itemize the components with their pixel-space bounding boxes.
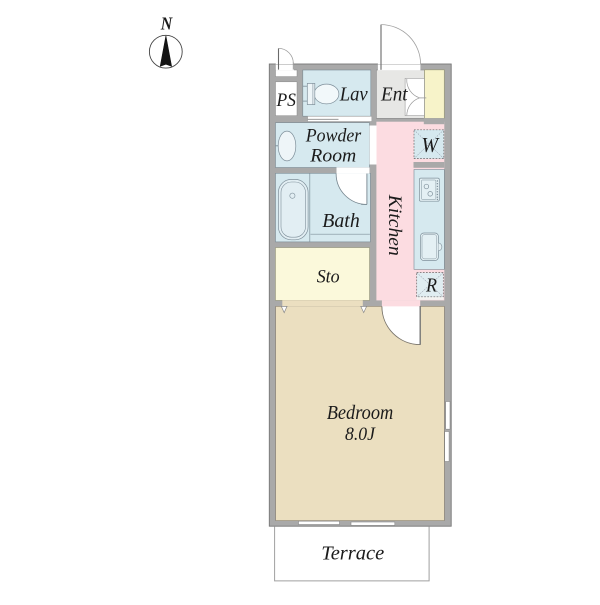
svg-text:R: R xyxy=(425,274,437,296)
svg-text:W: W xyxy=(422,133,441,157)
svg-text:Room: Room xyxy=(309,147,356,167)
svg-text:Ent: Ent xyxy=(380,84,408,106)
svg-text:N: N xyxy=(160,14,173,34)
svg-text:Lav: Lav xyxy=(339,84,368,106)
svg-text:PS: PS xyxy=(276,91,296,111)
svg-text:Bath: Bath xyxy=(322,210,360,232)
svg-text:Kitchen: Kitchen xyxy=(384,194,405,256)
svg-text:8.0J: 8.0J xyxy=(345,424,376,445)
svg-text:Bedroom: Bedroom xyxy=(327,402,394,424)
svg-text:Terrace: Terrace xyxy=(321,542,384,564)
svg-text:Sto: Sto xyxy=(317,267,340,288)
svg-text:Powder: Powder xyxy=(305,127,362,147)
